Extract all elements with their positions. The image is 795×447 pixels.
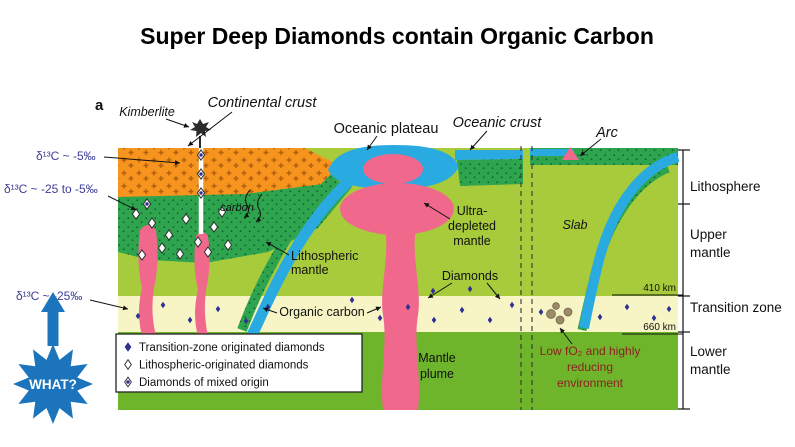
label-transition-zone: Transition zone <box>690 300 782 315</box>
label-continental-crust: Continental crust <box>208 95 318 111</box>
pink-intrusion-kimberlite <box>194 232 210 336</box>
what-text: WHAT? <box>29 377 77 392</box>
oceanic-lithosphere-band <box>457 159 523 186</box>
label-lower-mantle-1: Lower <box>690 344 727 359</box>
label-arc: Arc <box>595 125 619 141</box>
label-organic-carbon: Organic carbon <box>279 305 365 319</box>
right-surface-crust <box>530 149 574 156</box>
label-d13c-mid: δ¹³C ~ -25 to -5‰ <box>4 182 98 196</box>
legend-label: Diamonds of mixed origin <box>139 377 269 389</box>
label-lithosphere: Lithosphere <box>690 179 761 194</box>
label-slab: Slab <box>562 218 587 232</box>
label-carbon: carbon <box>220 202 254 214</box>
depth-axis: Lithosphere Upper mantle Transition zone… <box>643 149 782 410</box>
lithospheric-mantle-region <box>118 180 352 263</box>
legend: Transition-zone originated diamonds Lith… <box>115 333 363 393</box>
legend-item-lithospheric: Lithospheric-originated diamonds <box>124 359 309 372</box>
label-kimberlite: Kimberlite <box>119 105 175 119</box>
label-ultra-depleted-3: mantle <box>453 234 491 248</box>
slab-mantle-band-left <box>237 160 353 332</box>
legend-item-mixed: Diamonds of mixed origin <box>124 376 269 389</box>
label-mantle-plume-1: Mantle <box>418 351 456 365</box>
label-oceanic-plateau: Oceanic plateau <box>334 121 439 137</box>
label-upper-mantle-2: mantle <box>690 245 731 260</box>
panel-label: a <box>95 97 104 114</box>
label-d13c-deep: δ¹³C ~ -25‰ <box>16 289 82 303</box>
label-lower-mantle-2: mantle <box>690 362 731 377</box>
reduced-material-blobs <box>546 302 573 325</box>
subducting-slab-right <box>579 152 680 329</box>
label-410km: 410 km <box>643 283 676 294</box>
label-low-fo2-3: environment <box>557 376 624 390</box>
oceanic-crust-band <box>455 150 523 160</box>
legend-label: Lithospheric-originated diamonds <box>139 360 309 372</box>
arc-volcano <box>562 147 579 160</box>
legend-item-transition-zone: Transition-zone originated diamonds <box>124 342 325 354</box>
label-low-fo2-1: Low fO₂ and highly <box>540 344 641 358</box>
up-arrow-icon <box>41 292 65 346</box>
label-upper-mantle-1: Upper <box>690 227 727 242</box>
label-low-fo2-2: reducing <box>567 360 613 374</box>
kimberlite-icon <box>190 119 211 148</box>
what-callout: WHAT? <box>13 292 93 424</box>
label-lithospheric-mantle-2: mantle <box>291 263 329 277</box>
label-mantle-plume-2: plume <box>420 367 454 381</box>
label-oceanic-crust: Oceanic crust <box>453 115 543 131</box>
label-d13c-shallow: δ¹³C ~ -5‰ <box>36 149 96 163</box>
starburst-icon <box>13 344 93 424</box>
mantle-plume-region <box>340 154 454 410</box>
label-ultra-depleted-2: depleted <box>448 219 496 233</box>
label-diamonds: Diamonds <box>442 269 498 283</box>
mixed-origin-diamonds <box>142 149 206 210</box>
subducting-slab-left <box>247 166 366 338</box>
label-660km: 660 km <box>643 322 676 333</box>
label-ultra-depleted-1: Ultra- <box>457 204 488 218</box>
legend-label: Transition-zone originated diamonds <box>139 342 325 354</box>
label-lithospheric-mantle-1: Lithospheric <box>291 249 358 263</box>
page-title: Super Deep Diamonds contain Organic Carb… <box>140 23 654 49</box>
carbon-flux-arrows <box>243 189 263 223</box>
